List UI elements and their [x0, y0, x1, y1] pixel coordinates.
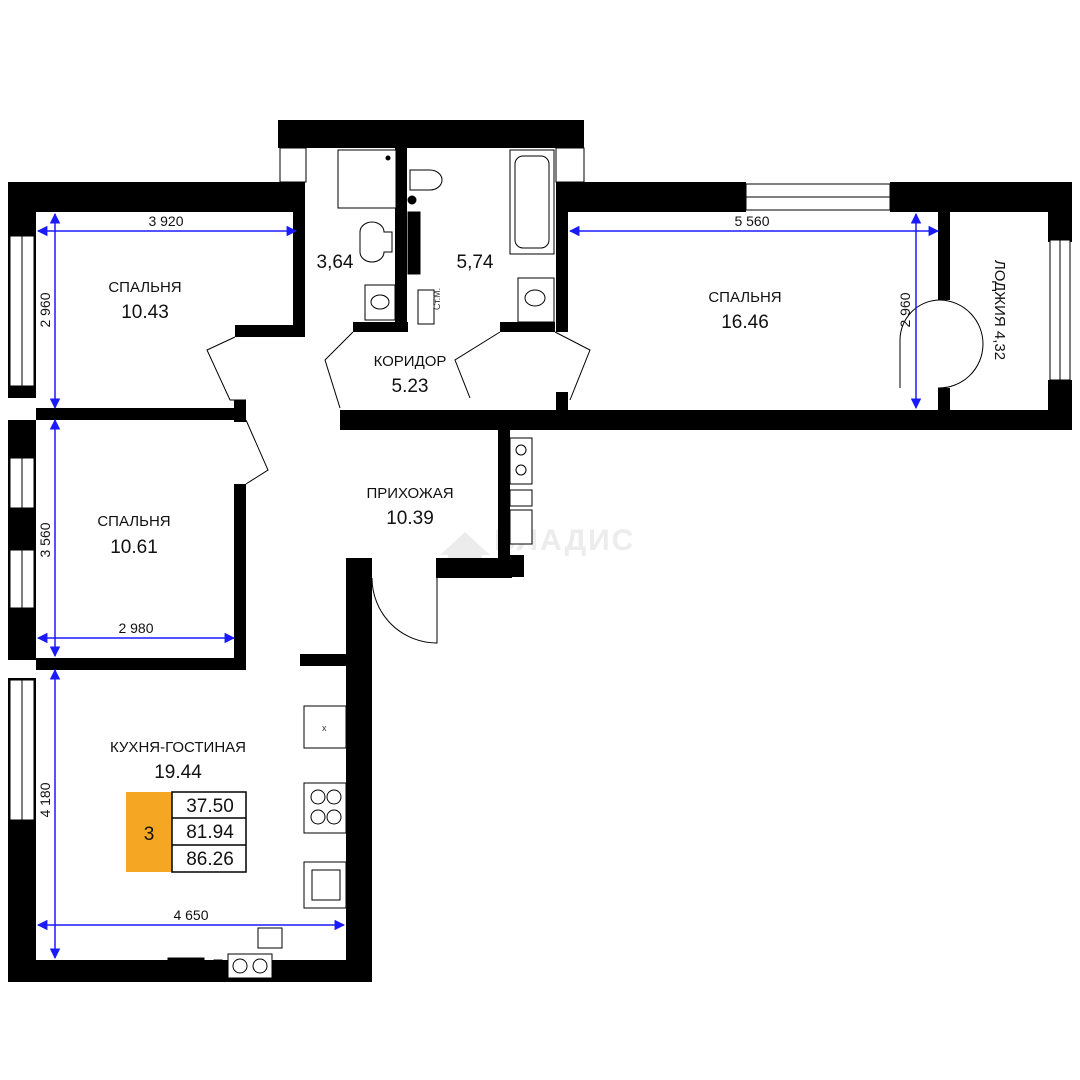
- bedroom-ne-area: 16.46: [721, 312, 769, 333]
- dim-kitchen-height: 4 180: [37, 782, 53, 817]
- doors: [206, 299, 984, 644]
- loggia-name: ЛОДЖИЯ 4,32: [991, 260, 1008, 360]
- window-lines: [21, 196, 1061, 820]
- bedroom-w-name: СПАЛЬНЯ: [97, 513, 170, 530]
- dimension-lines: [36, 212, 940, 960]
- corridor-area: 5.23: [392, 376, 429, 397]
- toilet-icon-2: [409, 169, 443, 191]
- rooms-count-badge: [126, 792, 172, 872]
- dim-kitchen-width: 4 650: [173, 907, 208, 923]
- hob-icon: [509, 437, 533, 485]
- riser: [417, 289, 435, 325]
- dim-nw-height: 2 960: [37, 292, 53, 327]
- rooms-count: 3: [144, 824, 155, 845]
- dim-w-width: 2 980: [118, 620, 153, 636]
- bedroom-nw-area: 10.43: [121, 302, 169, 323]
- bedroom-ne-name: СПАЛЬНЯ: [708, 289, 781, 306]
- fridge-icon: [303, 705, 347, 749]
- fridge-mark: x: [322, 723, 327, 733]
- riser-label: Ст.М.: [432, 288, 442, 310]
- dim-w-height: 3 560: [37, 522, 53, 557]
- corridor-name: КОРИДОР: [374, 353, 447, 370]
- area-with-loggia: 86.26: [186, 849, 234, 870]
- hallway-area: 10.39: [386, 508, 434, 529]
- bathroom-1-area: 3,64: [317, 252, 354, 273]
- dim-ne-height: 2 960: [897, 292, 913, 327]
- bedroom-nw-name: СПАЛЬНЯ: [108, 279, 181, 296]
- bathroom-2-area: 5,74: [457, 252, 494, 273]
- sink-small: [257, 927, 283, 949]
- area-summary: 3 37.50 81.94 86.26: [126, 791, 247, 873]
- dim-nw-width: 3 920: [148, 213, 183, 229]
- total-area: 81.94: [186, 822, 234, 843]
- kitchen-living-name: КУХНЯ-ГОСТИНАЯ: [110, 739, 246, 756]
- bedroom-w-area: 10.61: [110, 537, 158, 558]
- fixtures: [167, 149, 555, 979]
- dim-ne-width: 5 560: [734, 213, 769, 229]
- kitchen-living-area: 19.44: [154, 762, 202, 783]
- living-area: 37.50: [186, 796, 234, 817]
- cooktop-icon: [303, 782, 347, 834]
- toilet-icon: [359, 221, 393, 263]
- hallway-name: ПРИХОЖАЯ: [366, 485, 453, 502]
